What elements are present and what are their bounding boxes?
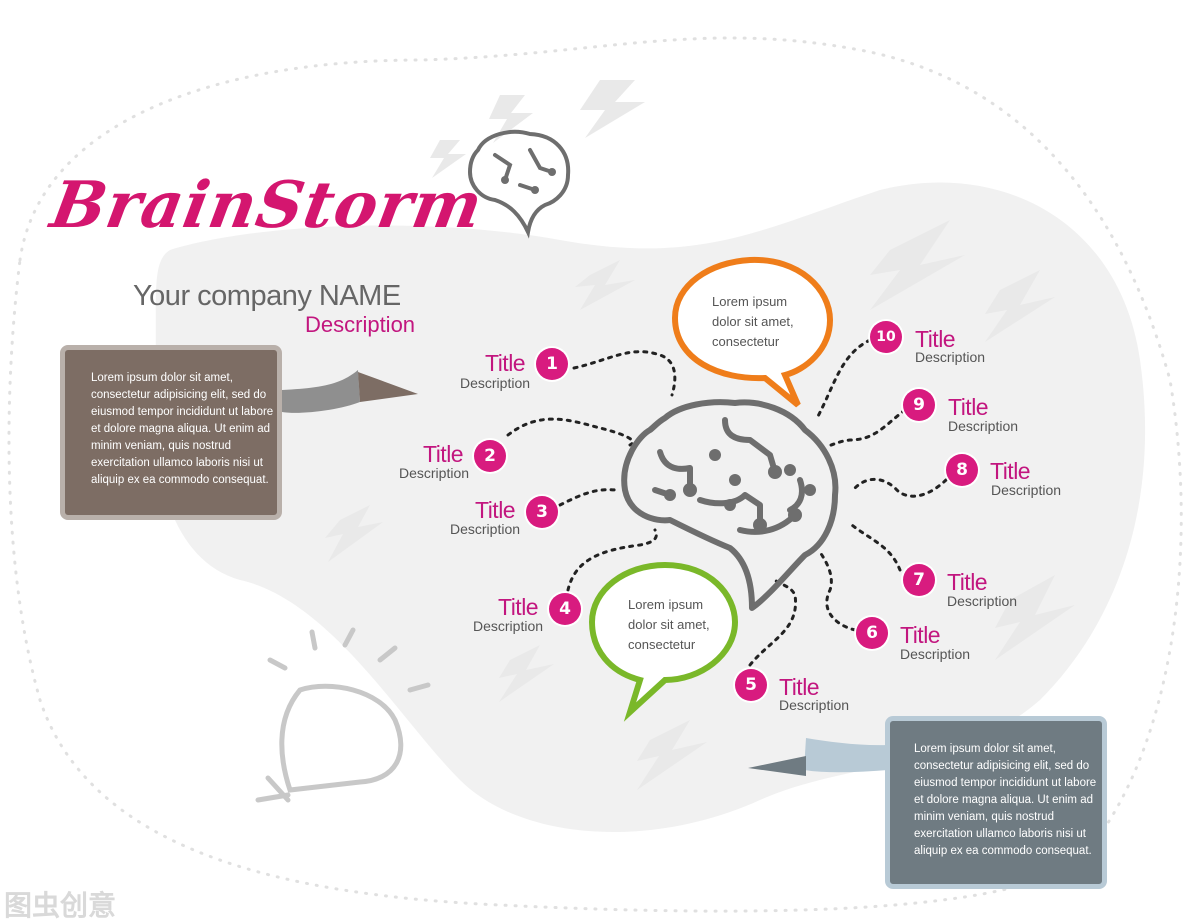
item-4-title: Title	[498, 594, 539, 620]
item-3-number-badge: 3	[526, 496, 558, 528]
connector-6	[818, 550, 857, 632]
item-10-number-badge: 10	[870, 321, 902, 353]
item-9-number-badge: 9	[903, 389, 935, 421]
card-line: consectetur adipisicing elit, sed do	[914, 760, 1090, 772]
info-card-right	[885, 716, 1107, 889]
card-line: Lorem ipsum dolor sit amet,	[914, 743, 1056, 755]
item-9-title: Title	[948, 394, 989, 420]
item-6-title: Title	[900, 622, 941, 648]
bubble-line: dolor sit amet,	[712, 314, 794, 329]
item-10-title: Title	[915, 326, 956, 352]
connector-4	[566, 528, 658, 592]
card-line: aliquip ex ea commodo consequat.	[91, 474, 269, 486]
card-line: consectetur adipisicing elit, sed do	[91, 389, 267, 401]
item-9-description: Description	[948, 418, 1019, 434]
item-5-description: Description	[779, 697, 850, 713]
bubble-line: consectetur	[712, 334, 780, 349]
card-line: eiusmod tempor incididunt ut labore	[914, 777, 1097, 789]
connector-7	[846, 520, 902, 572]
lightbulb-icon	[255, 627, 431, 803]
bubble-line: Lorem ipsum	[712, 294, 788, 309]
brand-title: BrainStorm	[45, 168, 489, 243]
item-2-number-badge: 2	[474, 440, 506, 472]
item-5-title: Title	[779, 674, 820, 700]
company-name: Your company NAME	[133, 280, 401, 312]
info-card-right-text: Lorem ipsum dolor sit amet, consectetur …	[914, 741, 1096, 860]
item-5-number-badge: 5	[735, 669, 767, 701]
item-7-number-badge: 7	[903, 564, 935, 596]
info-card-left	[60, 345, 282, 520]
card-line: exercitation ullamco laboris nisi ut	[914, 828, 1086, 840]
bubble-line: dolor sit amet,	[628, 617, 710, 632]
card-line: et dolore magna aliqua. Ut enim ad	[914, 794, 1093, 806]
item-6-description: Description	[900, 646, 971, 662]
connector-2	[506, 417, 634, 447]
item-7-title: Title	[947, 569, 988, 595]
item-8-description: Description	[991, 482, 1062, 498]
card-line: et dolore magna aliqua. Ut enim ad	[91, 423, 270, 435]
item-3-description: Description	[450, 521, 521, 537]
card-line: aliquip ex ea commodo consequat.	[914, 845, 1092, 857]
connector-8	[853, 477, 948, 498]
item-3-title: Title	[475, 497, 516, 523]
speech-bubble-green	[588, 561, 739, 722]
card-line: eiusmod tempor incididunt ut labore	[91, 406, 274, 418]
card-line: exercitation ullamco laboris nisi ut	[91, 457, 263, 469]
item-8-number-badge: 8	[946, 454, 978, 486]
speech-bubble-orange	[671, 256, 834, 408]
connector-10	[814, 338, 872, 422]
card-line: minim veniam, quis nostrud	[914, 811, 1054, 823]
item-10-description: Description	[915, 349, 986, 365]
item-6-number-badge: 6	[856, 617, 888, 649]
item-2-description: Description	[399, 465, 470, 481]
ribbon-right	[804, 738, 888, 773]
ribbon-left	[282, 370, 360, 413]
bubble-green-text: Lorem ipsum dolor sit amet, consectetur	[628, 595, 710, 655]
item-2-title: Title	[423, 441, 464, 467]
bubble-line: Lorem ipsum	[628, 597, 704, 612]
brain-nodes	[664, 449, 816, 532]
connector-9	[826, 408, 907, 448]
lightning-decorations	[325, 80, 1075, 790]
item-4-number-badge: 4	[549, 593, 581, 625]
company-description: Description	[305, 312, 416, 337]
card-line: minim veniam, quis nostrud	[91, 440, 231, 452]
item-1-title: Title	[485, 350, 526, 376]
dotted-boundary	[7, 36, 1183, 913]
card-line: Lorem ipsum dolor sit amet,	[91, 372, 233, 384]
watermark: 图虫创意	[4, 889, 117, 922]
bubble-orange-text: Lorem ipsum dolor sit amet, consectetur	[712, 292, 794, 352]
connector-1	[572, 350, 677, 397]
item-7-description: Description	[947, 593, 1018, 609]
connector-3	[558, 488, 617, 507]
bubble-line: consectetur	[628, 637, 696, 652]
item-8-title: Title	[990, 458, 1031, 484]
info-card-left-text: Lorem ipsum dolor sit amet, consectetur …	[91, 370, 273, 489]
item-1-description: Description	[460, 375, 531, 391]
connector-lines	[506, 338, 948, 667]
item-4-description: Description	[473, 618, 544, 634]
item-1-number-badge: 1	[536, 348, 568, 380]
